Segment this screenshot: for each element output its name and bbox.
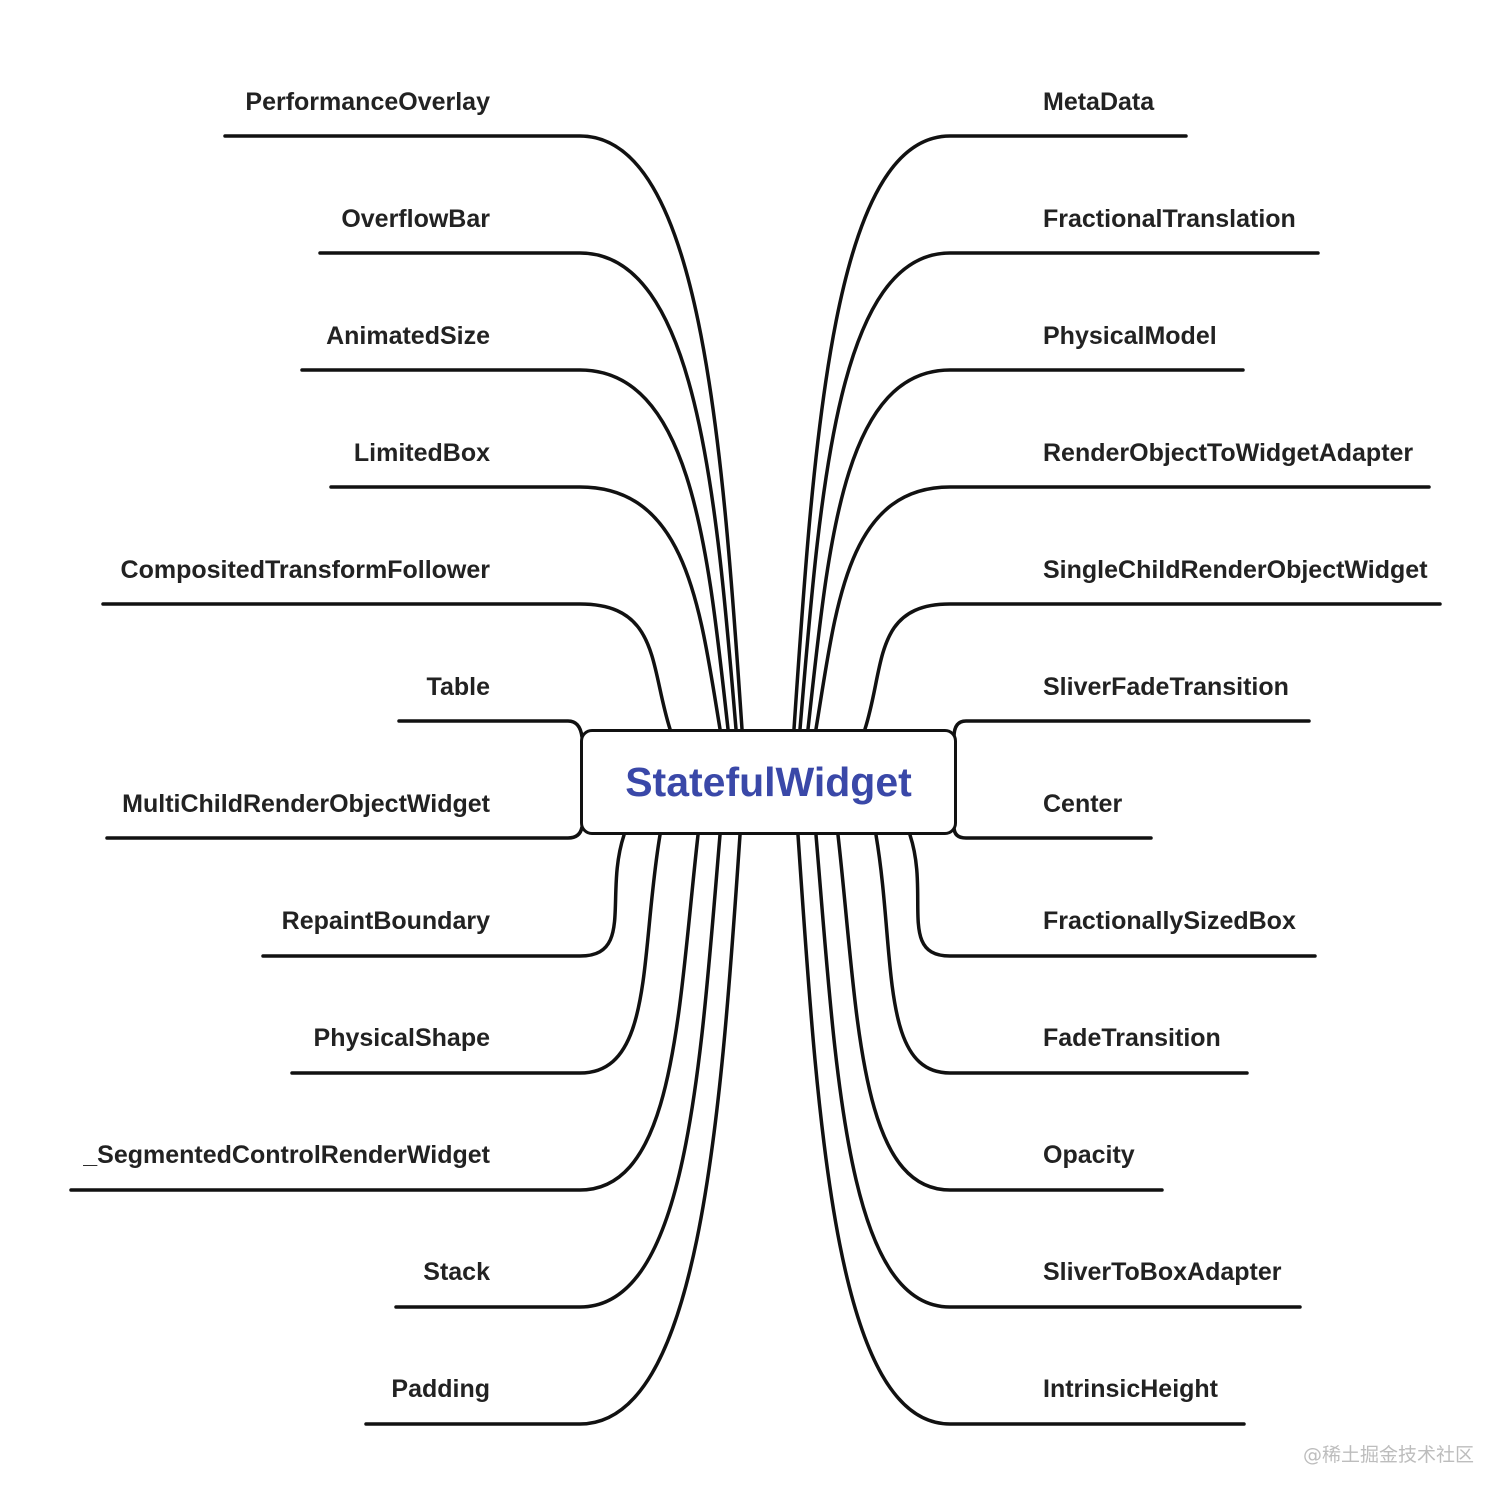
branch-line-right-8 [908,833,1317,958]
branch-line-right-5 [863,602,1442,731]
node-left-8[interactable]: RepaintBoundary [281,907,490,935]
node-right-10[interactable]: Opacity [1043,1141,1135,1169]
node-left-12[interactable]: Padding [391,1375,490,1403]
central-node[interactable]: StatefulWidget [580,729,957,835]
branch-line-left-2 [318,251,738,731]
node-left-9[interactable]: PhysicalShape [313,1024,490,1052]
watermark: @稀土掘金技术社区 [1302,1444,1474,1466]
branch-line-left-10 [69,833,700,1192]
node-left-3[interactable]: AnimatedSize [326,322,490,350]
branch-line-left-9 [290,833,662,1075]
branch-line-right-9 [874,833,1249,1075]
node-right-2[interactable]: FractionalTranslation [1043,205,1296,233]
branch-line-right-12 [796,833,1246,1426]
node-left-6[interactable]: Table [426,673,490,701]
branch-line-left-7 [105,825,584,840]
node-left-2[interactable]: OverflowBar [341,205,490,233]
node-left-10[interactable]: _SegmentedControlRenderWidget [83,1141,490,1169]
node-right-7[interactable]: Center [1043,790,1123,818]
node-left-5[interactable]: CompositedTransformFollower [120,556,490,584]
branch-line-left-8 [261,833,626,958]
node-left-4[interactable]: LimitedBox [353,439,490,467]
branch-line-left-1 [223,134,744,731]
branch-line-left-11 [394,833,722,1309]
branch-line-left-3 [300,368,730,731]
branch-line-right-2 [798,251,1320,731]
branch-line-right-7 [952,825,1153,840]
branch-line-right-10 [836,833,1164,1192]
branch-line-right-11 [814,833,1302,1309]
node-right-9[interactable]: FadeTransition [1043,1024,1221,1052]
node-left-1[interactable]: PerformanceOverlay [245,88,490,116]
branch-line-left-5 [101,602,672,731]
branch-line-left-12 [364,833,742,1426]
node-right-8[interactable]: FractionallySizedBox [1043,907,1296,935]
node-right-3[interactable]: PhysicalModel [1043,322,1217,350]
central-node-label: StatefulWidget [625,758,912,805]
branch-line-left-4 [329,485,722,731]
node-left-7[interactable]: MultiChildRenderObjectWidget [122,790,490,818]
node-left-11[interactable]: Stack [423,1258,490,1286]
node-right-4[interactable]: RenderObjectToWidgetAdapter [1043,439,1414,467]
node-right-5[interactable]: SingleChildRenderObjectWidget [1043,556,1428,584]
node-right-1[interactable]: MetaData [1043,88,1155,116]
branch-line-right-6 [952,719,1311,739]
node-right-11[interactable]: SliverToBoxAdapter [1043,1258,1282,1286]
node-right-6[interactable]: SliverFadeTransition [1043,673,1289,701]
branch-line-right-3 [806,368,1245,731]
branch-line-left-6 [397,719,584,739]
branch-line-right-1 [792,134,1188,731]
node-right-12[interactable]: IntrinsicHeight [1043,1375,1219,1403]
branch-line-right-4 [814,485,1431,731]
